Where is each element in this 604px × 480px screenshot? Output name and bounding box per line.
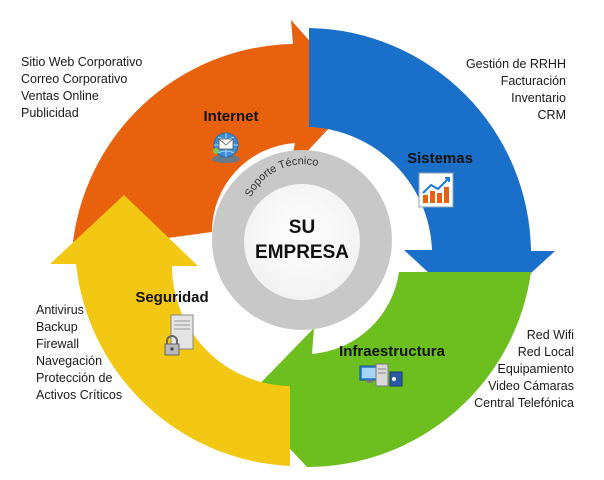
infraestructura-items: Red Wifi Red Local Equipamiento Video Cá…: [474, 327, 574, 412]
chart-icon: [418, 172, 454, 208]
list-item: Facturación: [500, 74, 566, 88]
list-item: Sitio Web Corporativo: [21, 55, 143, 69]
list-item: Protección de: [36, 371, 113, 385]
list-item: Antivirus: [36, 303, 84, 317]
list-item: Inventario: [511, 91, 566, 105]
list-item: Activos Críticos: [36, 388, 123, 402]
list-item: Video Cámaras: [488, 379, 574, 393]
list-item: Gestión de RRHH: [465, 57, 566, 71]
internet-items: Sitio Web Corporativo Correo Corporativo…: [21, 54, 142, 122]
segment-internet: [72, 20, 359, 251]
list-item: Navegación: [36, 354, 103, 368]
list-item: Ventas Online: [21, 89, 99, 103]
list-item: Correo Corporativo: [21, 72, 128, 86]
center-title-line2: EMPRESA: [255, 242, 349, 263]
list-item: Publicidad: [21, 106, 79, 120]
list-item: Firewall: [36, 337, 80, 351]
segment-label-infraestructura: Infraestructura: [339, 343, 446, 360]
list-item: Red Wifi: [526, 328, 574, 342]
sistemas-items: Gestión de RRHH Facturación Inventario C…: [466, 56, 566, 124]
list-item: Red Local: [517, 345, 574, 359]
list-item: Central Telefónica: [474, 396, 574, 410]
segment-seguridad: [50, 195, 290, 466]
list-item: CRM: [537, 108, 566, 122]
center-title-line1: SU: [289, 217, 315, 238]
segment-label-sistemas: Sistemas: [407, 150, 473, 167]
list-item: Equipamiento: [497, 362, 574, 376]
network-icon: [359, 363, 403, 387]
segment-label-seguridad: Seguridad: [135, 289, 208, 306]
seguridad-items: Antivirus Backup Firewall Navegación Pro…: [36, 302, 122, 404]
server-lock-icon: [164, 314, 194, 356]
segment-label-internet: Internet: [203, 108, 258, 125]
center-disc: [244, 184, 360, 300]
list-item: Backup: [36, 320, 78, 334]
globe-mail-icon: [212, 132, 240, 163]
